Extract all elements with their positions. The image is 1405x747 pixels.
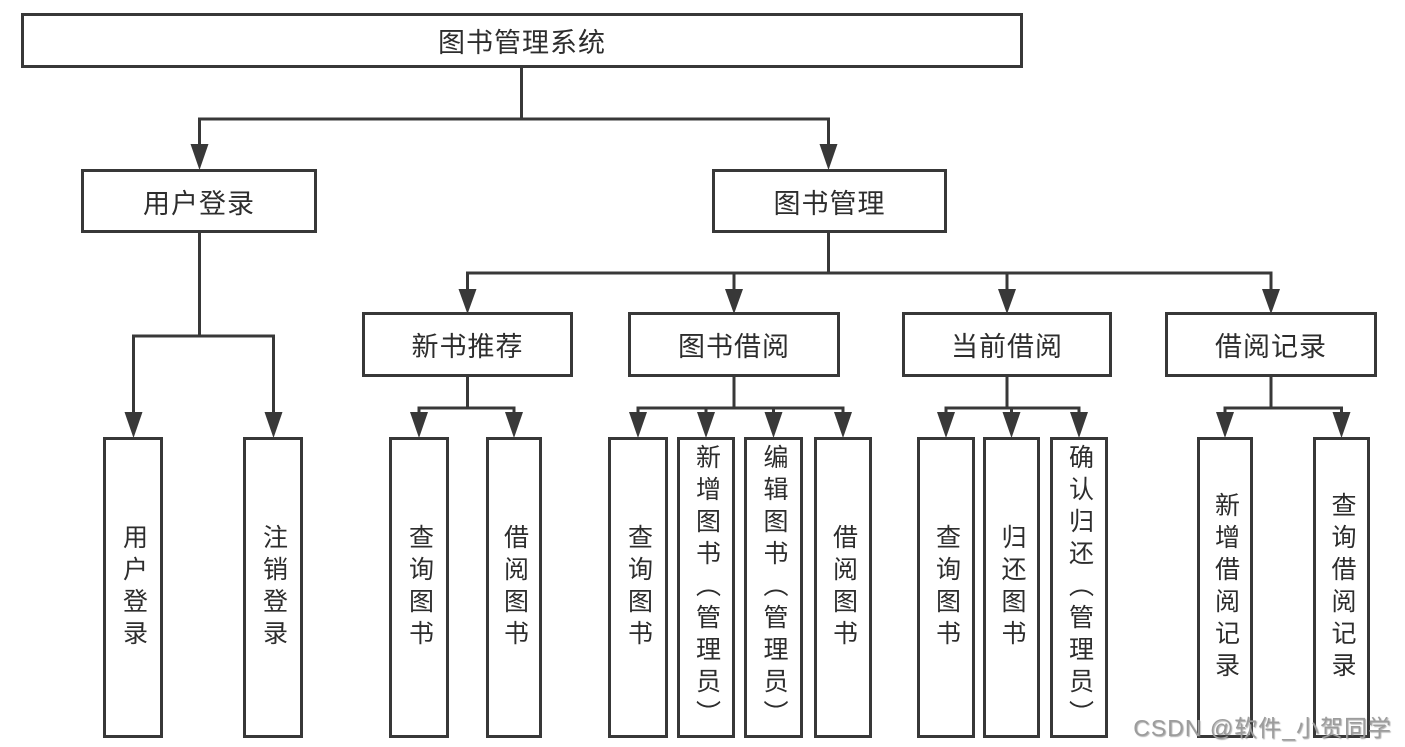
connector-line (466, 233, 1273, 289)
leaf-edit-book-admin-label: 编辑图书（管理员） (760, 443, 788, 732)
arrowhead-icon (264, 412, 283, 438)
node-current-borrow-label: 当前借阅 (951, 332, 1063, 362)
connector-borrow-records-to-leaves (1216, 377, 1351, 438)
arrowhead-icon (190, 144, 209, 170)
leaf-edit-book-admin: 编辑图书（管理员） (744, 437, 803, 738)
leaf-borrow-books-2: 借阅图书 (814, 437, 872, 738)
arrowhead-icon (819, 144, 838, 170)
leaf-return-book-label: 归还图书 (998, 523, 1026, 652)
leaf-borrow-books-recommend-label: 借阅图书 (500, 523, 529, 652)
node-book-management-label: 图书管理 (773, 188, 886, 219)
arrowhead-icon (629, 412, 647, 438)
connector-line (417, 377, 516, 412)
arrowhead-icon (1262, 289, 1280, 314)
connector-new-book-recommend-to-leaves (410, 377, 523, 438)
node-new-book-recommend: 新书推荐 (362, 312, 573, 377)
node-book-management: 图书管理 (712, 169, 947, 233)
arrowhead-icon (1216, 412, 1234, 438)
leaf-confirm-return-admin-label: 确认归还（管理员） (1065, 443, 1094, 732)
arrowhead-icon (937, 412, 955, 438)
arrowhead-icon (1002, 412, 1021, 438)
node-root-label: 图书管理系统 (438, 28, 606, 58)
connector-line (1223, 377, 1343, 412)
leaf-query-books-current-label: 查询图书 (932, 523, 961, 652)
arrowhead-icon (998, 289, 1016, 314)
leaf-borrow-books-2-label: 借阅图书 (829, 523, 858, 652)
leaf-user-login-label: 用户登录 (119, 523, 148, 652)
arrowhead-icon (697, 412, 715, 438)
arrowhead-icon (124, 412, 143, 438)
node-book-borrow: 图书借阅 (628, 312, 840, 377)
leaf-add-book-admin: 新增图书（管理员） (677, 437, 735, 738)
leaf-borrow-books-recommend: 借阅图书 (486, 437, 542, 738)
node-current-borrow: 当前借阅 (902, 312, 1112, 377)
connector-user-login-to-leaves (124, 233, 283, 438)
arrowhead-icon (1332, 412, 1351, 438)
connector-line (636, 377, 845, 412)
connector-line (944, 377, 1081, 412)
connector-line (132, 233, 275, 412)
leaf-query-books-borrow: 查询图书 (608, 437, 668, 738)
connector-book-management-to-level3 (458, 233, 1280, 314)
leaf-logout-label: 注销登录 (259, 523, 288, 652)
leaf-query-borrow-record-label: 查询借阅记录 (1328, 491, 1356, 684)
leaf-add-borrow-record-label: 新增借阅记录 (1211, 491, 1240, 684)
leaf-query-books-recommend: 查询图书 (389, 437, 449, 738)
leaf-add-book-admin-label: 新增图书（管理员） (692, 443, 721, 732)
leaf-logout: 注销登录 (243, 437, 303, 738)
watermark: CSDN @软件_小贺同学 (1133, 715, 1392, 741)
node-book-borrow-label: 图书借阅 (678, 332, 790, 362)
arrowhead-icon (458, 289, 477, 314)
connector-line (198, 68, 830, 144)
node-new-book-recommend-label: 新书推荐 (411, 332, 524, 362)
connector-book-borrow-to-leaves (629, 377, 852, 438)
arrowhead-icon (410, 412, 428, 438)
leaf-query-books-current: 查询图书 (917, 437, 975, 738)
leaf-return-book: 归还图书 (983, 437, 1040, 738)
arrowhead-icon (1070, 412, 1088, 438)
arrowhead-icon (505, 412, 523, 438)
node-borrow-records-label: 借阅记录 (1215, 332, 1327, 362)
node-user-login: 用户登录 (81, 169, 317, 233)
node-root: 图书管理系统 (21, 13, 1023, 68)
leaf-add-borrow-record: 新增借阅记录 (1197, 437, 1253, 738)
node-borrow-records: 借阅记录 (1165, 312, 1377, 377)
leaf-query-books-recommend-label: 查询图书 (405, 523, 434, 652)
leaf-query-borrow-record: 查询借阅记录 (1313, 437, 1370, 738)
leaf-confirm-return-admin: 确认归还（管理员） (1050, 437, 1108, 738)
connector-root-to-level2 (190, 68, 838, 170)
leaf-user-login: 用户登录 (103, 437, 163, 738)
arrowhead-icon (725, 289, 743, 314)
node-user-login-label: 用户登录 (143, 188, 255, 219)
leaf-query-books-borrow-label: 查询图书 (624, 523, 653, 652)
arrowhead-icon (834, 412, 852, 438)
arrowhead-icon (764, 412, 783, 438)
connector-current-borrow-to-leaves (937, 377, 1088, 438)
